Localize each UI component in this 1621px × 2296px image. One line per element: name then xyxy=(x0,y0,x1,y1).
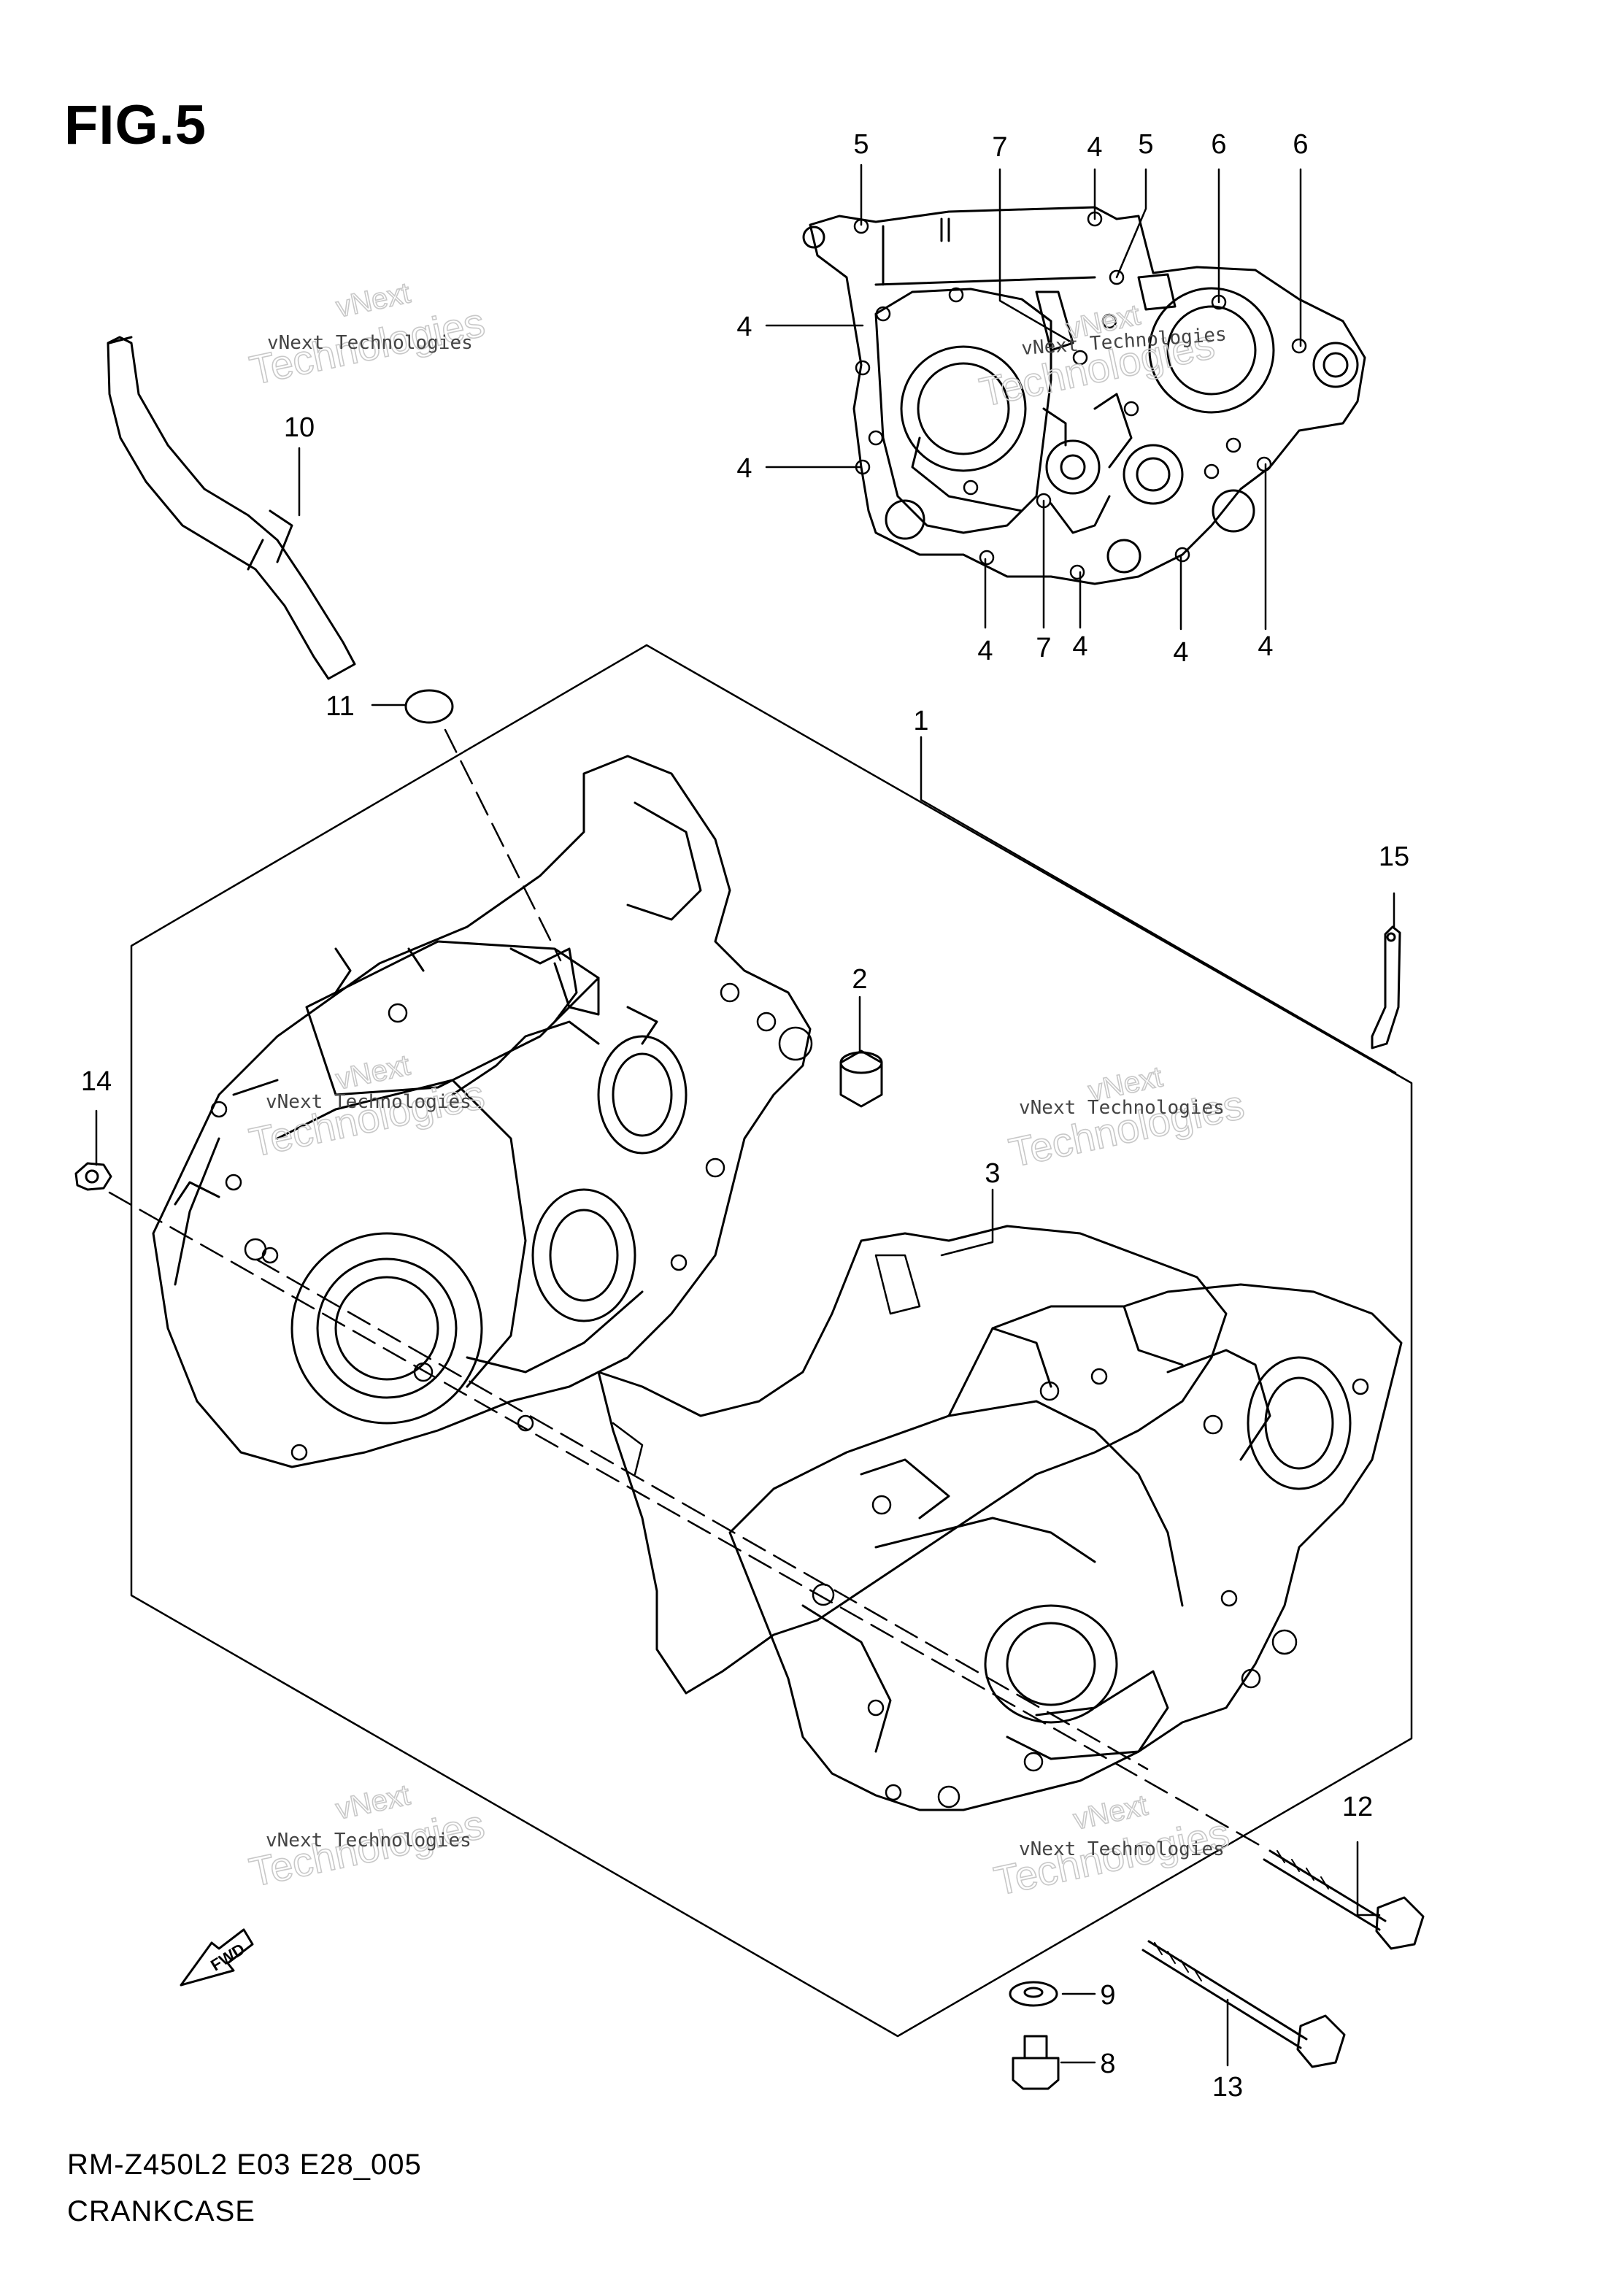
callout-8: 8 xyxy=(1100,2049,1115,2079)
bolt-12-part xyxy=(1263,1849,1425,1950)
callout-4a: 4 xyxy=(1087,132,1102,163)
callout-5a: 5 xyxy=(853,129,869,160)
svg-text:vNext Technologies: vNext Technologies xyxy=(1019,1838,1225,1860)
nut-part xyxy=(74,1162,112,1191)
clip-part xyxy=(1371,925,1401,1049)
svg-text:vNext Technologies: vNext Technologies xyxy=(266,1091,471,1113)
callout-numbers: 5 7 4 5 6 6 4 4 4 7 4 4 4 10 11 1 15 2 1… xyxy=(81,129,1409,2103)
washer-part xyxy=(1009,1981,1058,2007)
callout-7b: 7 xyxy=(1036,633,1051,663)
crankcase-right-half xyxy=(728,1283,1403,1811)
bolt-8-part xyxy=(1012,2035,1060,2090)
callout-6a: 6 xyxy=(1211,129,1226,160)
clamp-part xyxy=(404,689,454,724)
callout-4b: 4 xyxy=(736,312,752,342)
assembly-outline xyxy=(130,644,1413,2038)
callout-4e: 4 xyxy=(1072,631,1087,662)
callout-6b: 6 xyxy=(1293,129,1308,160)
crankcase-gasket xyxy=(597,1225,1228,1695)
callout-1: 1 xyxy=(913,706,928,736)
svg-text:vNext Technologies: vNext Technologies xyxy=(1019,1097,1225,1119)
hose-part xyxy=(107,336,356,680)
callout-4f: 4 xyxy=(1173,637,1188,668)
leader-lines xyxy=(95,163,1397,2067)
forward-arrow xyxy=(180,1928,254,1987)
callout-5b: 5 xyxy=(1138,129,1153,160)
bolt-13-part xyxy=(1141,1940,1346,2068)
callout-7a: 7 xyxy=(992,132,1007,163)
callout-12: 12 xyxy=(1342,1792,1373,1822)
callout-10: 10 xyxy=(284,412,315,443)
crankcase-left-half xyxy=(152,755,813,1468)
callout-14: 14 xyxy=(81,1066,112,1097)
assembly-axes xyxy=(108,728,1268,1851)
svg-text:vNext Technologies: vNext Technologies xyxy=(267,332,473,354)
callout-9: 9 xyxy=(1100,1980,1115,2011)
dowel-pin-part xyxy=(839,1049,883,1108)
callout-4g: 4 xyxy=(1258,631,1273,662)
inset-crankcase-view xyxy=(802,206,1366,585)
model-code: RM-Z450L2 E03 E28_005 xyxy=(67,2149,422,2181)
svg-text:vNext Technologies: vNext Technologies xyxy=(266,1830,471,1852)
callout-3: 3 xyxy=(985,1158,1000,1189)
callout-4c: 4 xyxy=(736,453,752,484)
section-name: CRANKCASE xyxy=(67,2195,255,2227)
callout-2: 2 xyxy=(852,964,867,995)
callout-4d: 4 xyxy=(977,636,993,666)
callout-13: 13 xyxy=(1212,2072,1243,2103)
callout-15: 15 xyxy=(1379,841,1409,872)
figure-title: FIG.5 xyxy=(64,94,207,156)
callout-11: 11 xyxy=(326,691,354,722)
